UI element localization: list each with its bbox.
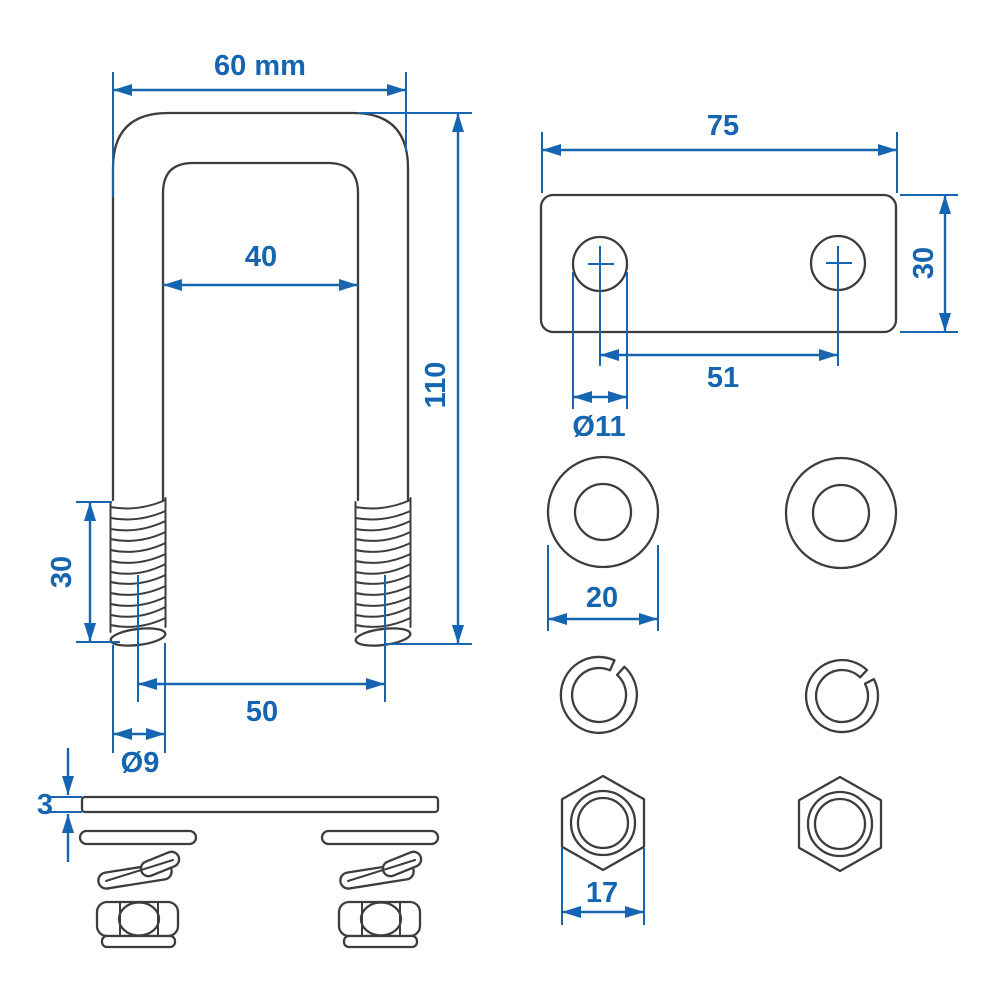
- plate-outline: [539, 193, 898, 334]
- dim-length-label: 110: [420, 362, 452, 409]
- nut-right: [797, 775, 883, 873]
- washer-right: [784, 456, 898, 570]
- dim-leg-spacing: 50: [137, 575, 386, 728]
- spring-washer-left: [559, 655, 638, 735]
- dim-thread-length: 30: [46, 501, 120, 643]
- dim-hole-diameter: Ø11: [572, 272, 628, 443]
- dim-inner-width: 40: [163, 241, 358, 291]
- side-spring-washer-right: [338, 848, 425, 891]
- side-nut-right: [337, 900, 422, 949]
- side-washer-right: [320, 829, 440, 846]
- dim-thread-length-label: 30: [46, 556, 78, 588]
- dim-plate-height-label: 30: [908, 247, 940, 279]
- dim-nut-width-label: 17: [586, 877, 618, 909]
- spring-washer-right: [804, 658, 880, 734]
- hole-crosshairs: [588, 246, 852, 366]
- dim-plate-width: 75: [541, 110, 898, 193]
- dim-outer-width-label: 60 mm: [214, 50, 306, 82]
- dim-hole-diameter-label: Ø11: [572, 411, 625, 443]
- u-bolt-outer-outline: [111, 111, 410, 502]
- dim-outer-width: 60 mm: [112, 50, 407, 197]
- dim-plate-thickness-label: 3: [37, 789, 53, 821]
- dim-plate-thickness: 3: [37, 748, 82, 862]
- u-bolt-inner-outline: [161, 161, 360, 502]
- u-bolt-thread-right: [353, 496, 413, 650]
- nut-left: [560, 774, 646, 872]
- dim-leg-spacing-label: 50: [246, 696, 278, 728]
- side-spring-washer-left: [97, 850, 181, 890]
- dim-rod-diameter-label: Ø9: [121, 747, 160, 779]
- dim-washer-diameter-label: 20: [586, 582, 618, 614]
- dim-plate-width-label: 75: [707, 110, 739, 142]
- dim-washer-diameter: 20: [547, 545, 659, 631]
- dim-plate-height: 30: [900, 194, 958, 333]
- u-bolt-front-view: [109, 111, 413, 650]
- washer-left: [546, 455, 660, 569]
- side-nut-left: [95, 900, 180, 949]
- dim-inner-width-label: 40: [245, 241, 277, 273]
- dim-hole-spacing-label: 51: [707, 362, 739, 394]
- side-washer-left: [78, 829, 198, 846]
- side-view-stack: [78, 795, 440, 949]
- side-plate: [80, 795, 440, 814]
- plate-front-view: [539, 193, 898, 366]
- dim-rod-diameter: Ø9: [112, 643, 166, 779]
- dim-length: 110: [358, 112, 472, 645]
- dim-nut-width: 17: [561, 848, 645, 925]
- dim-hole-spacing: 51: [600, 349, 838, 394]
